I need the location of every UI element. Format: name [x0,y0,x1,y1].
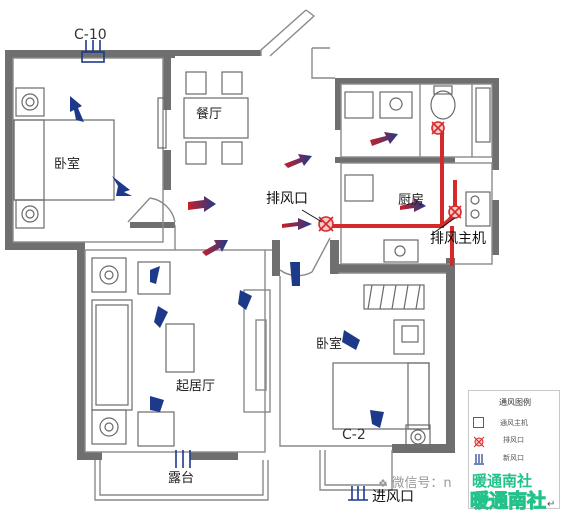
return-mark: ↵ [547,499,556,510]
callout-intake: 进风口 [372,489,414,505]
room-label-balcony: 露台 [168,471,195,486]
airflow-arrows [70,96,426,428]
exhaust-legend-icon [473,436,487,447]
legend-item-label: 新风口 [503,454,524,462]
main-unit-legend-icon [473,417,484,428]
legend-item-exhaust: 排风口 [473,435,524,447]
room-label-bedroom-right: 卧室 [316,337,343,352]
furniture [13,71,491,450]
legend-title: 通风图例 [499,398,531,407]
exhaust-vents [318,121,462,232]
legend-item-label: 排风口 [503,436,524,444]
window-code-c2: C-2 [342,427,366,443]
callout-main-unit: 排风主机 [430,231,486,247]
window-code-c10: C-10 [74,27,107,43]
legend-item-main-unit: 通风主机 [473,417,528,428]
wechat-icon: ❖ [378,477,392,490]
brand-watermark-bottom: 暖通南社 [469,490,547,513]
room-label-living: 起居厅 [176,379,216,394]
fresh-air-vents [81,40,368,501]
exhaust-leader [301,209,323,223]
room-label-dining: 餐厅 [196,107,223,122]
brand-watermark-top: 暖通南社 [472,472,533,490]
room-label-bedroom-left: 卧室 [54,157,81,172]
wechat-watermark-text: 微信号：n [391,476,452,491]
legend: 通风图例 通风主机 排风口 新风口 [468,390,560,509]
thin-walls [12,9,493,501]
wechat-watermark: ❖ 微信号：n [378,472,452,491]
fresh-air-legend-icon [473,453,487,465]
callout-exhaust: 排风口 [266,191,308,207]
legend-item-label: 通风主机 [500,418,528,427]
room-label-kitchen: 厨房 [398,193,425,208]
legend-item-fresh-air: 新风口 [473,453,524,465]
main-unit-leader [431,217,456,235]
